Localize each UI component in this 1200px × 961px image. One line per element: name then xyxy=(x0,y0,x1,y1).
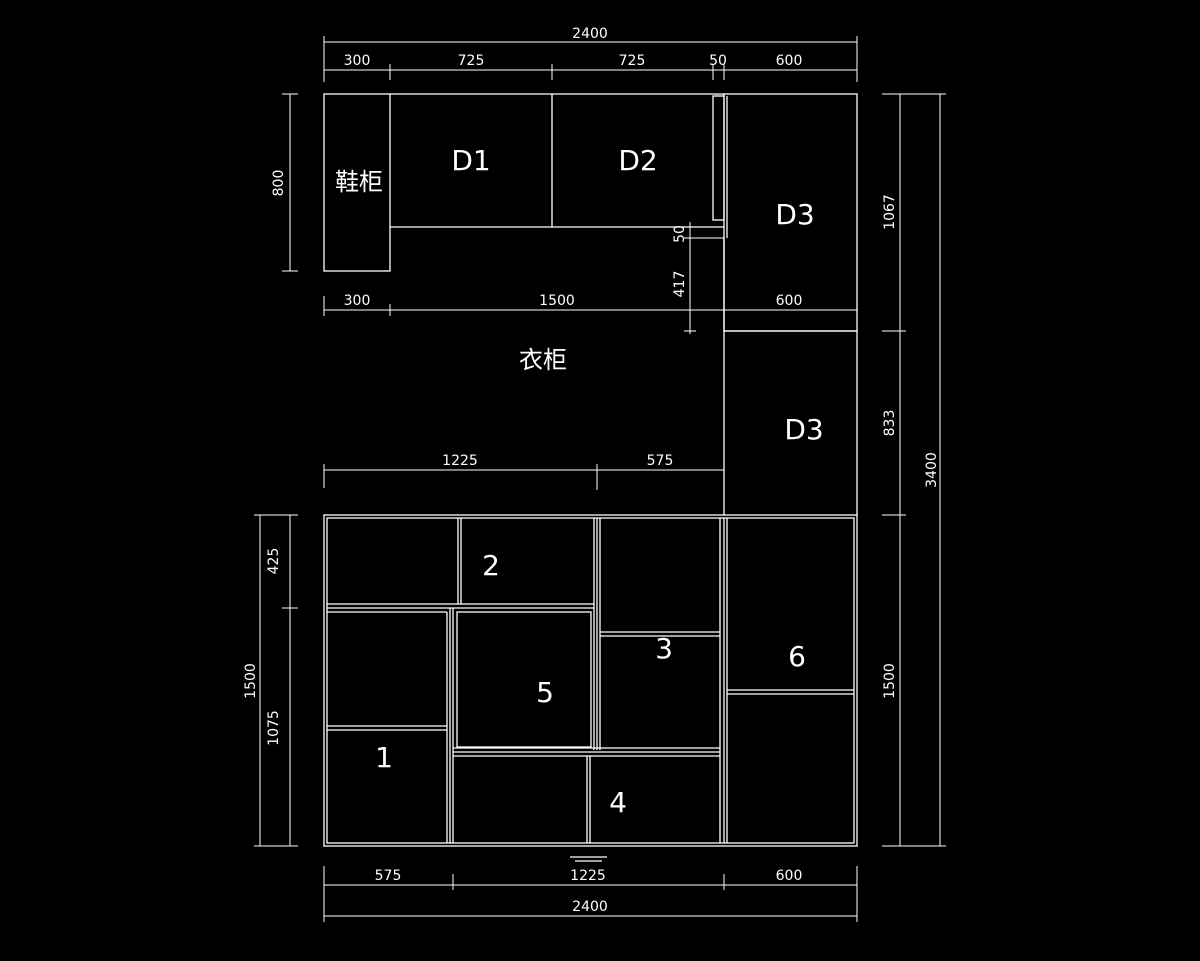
dim-left-800: 800 xyxy=(271,170,287,197)
label-d2: D2 xyxy=(618,144,657,177)
dim-top-total: 2400 xyxy=(572,26,608,42)
label-cell-6: 6 xyxy=(788,640,806,673)
dim-top-300: 300 xyxy=(344,53,371,69)
label-cell-5: 5 xyxy=(536,676,554,709)
shoe-cabinet xyxy=(323,93,391,272)
dim-v-50: 50 xyxy=(672,225,688,243)
d3-mid-cabinet: D3 xyxy=(723,238,858,515)
shoe-cabinet-label: 鞋柜 xyxy=(335,168,383,196)
dim-right-1067: 1067 xyxy=(882,194,898,230)
dim-bot-575: 575 xyxy=(375,868,402,884)
dim-bot-total: 2400 xyxy=(572,899,608,915)
wardrobe-label: 衣柜 xyxy=(519,346,567,374)
label-d1: D1 xyxy=(451,144,490,177)
dim-mid-300: 300 xyxy=(344,293,371,309)
right-dimensions: 1067 833 1500 3400 xyxy=(882,93,946,847)
dim-left-425: 425 xyxy=(266,548,282,575)
dim-right-1500: 1500 xyxy=(882,663,898,699)
dim-top-725a: 725 xyxy=(458,53,485,69)
dim-left-1500: 1500 xyxy=(243,663,259,699)
dim-top-600: 600 xyxy=(776,53,803,69)
dim-top-50: 50 xyxy=(709,53,727,69)
middle-dimensions: 300 1500 600 xyxy=(323,293,858,316)
dim-mid-600: 600 xyxy=(776,293,803,309)
label-cell-2: 2 xyxy=(482,549,500,582)
panel-50 xyxy=(712,95,725,221)
label-cell-4: 4 xyxy=(609,786,627,819)
dim-top-725b: 725 xyxy=(619,53,646,69)
label-d3-mid: D3 xyxy=(784,413,823,446)
dim-right-3400: 3400 xyxy=(924,452,940,488)
upper-cabinets: 鞋柜 D1 D2 D3 xyxy=(323,93,858,332)
top-dimensions: 2400 300 725 725 50 600 xyxy=(323,26,858,82)
dim-bot-600: 600 xyxy=(776,868,803,884)
inner-dimensions: 1225 575 xyxy=(323,453,725,490)
dim-left-1075: 1075 xyxy=(266,710,282,746)
label-cell-3: 3 xyxy=(655,632,673,665)
dim-v-417: 417 xyxy=(672,271,688,298)
small-vertical-dims: 50 417 xyxy=(672,222,724,334)
dim-inner-1225: 1225 xyxy=(442,453,478,469)
dim-right-833: 833 xyxy=(882,410,898,437)
lower-cabinets: 1 2 3 4 5 6 xyxy=(323,514,858,862)
dim-inner-575: 575 xyxy=(647,453,674,469)
label-cell-1: 1 xyxy=(375,741,393,774)
bottom-dimensions: 575 1225 600 2400 xyxy=(323,866,858,922)
dim-mid-1500: 1500 xyxy=(539,293,575,309)
label-d3-top: D3 xyxy=(775,198,814,231)
dim-bot-1225: 1225 xyxy=(570,868,606,884)
left-dimensions: 800 425 1075 1500 xyxy=(243,93,298,847)
